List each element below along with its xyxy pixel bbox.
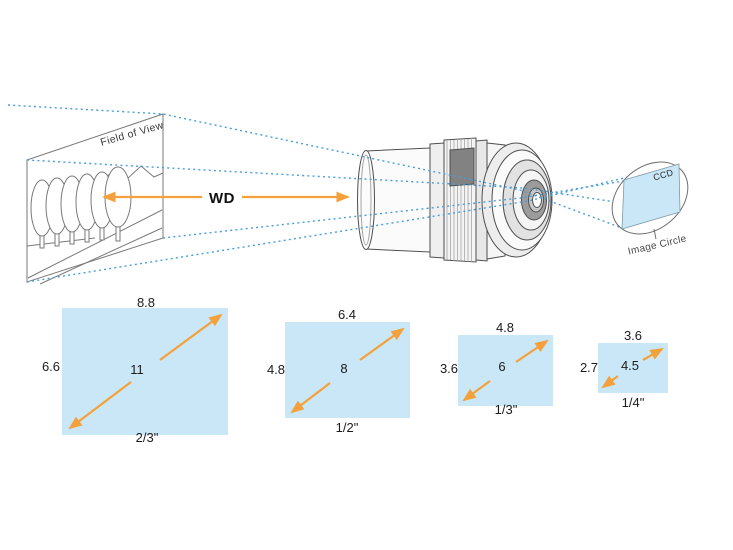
diagonal-arrow-upper [159, 313, 223, 361]
diagonal-arrow-upper [359, 327, 405, 361]
sensor-format-1-3: 4.8 3.6 6 1/3" [440, 320, 553, 417]
image-circle-group: CCD Image Circle [611, 161, 689, 258]
road-line-2 [39, 227, 163, 285]
lens-distance-window [449, 147, 475, 187]
road-line-1 [27, 209, 163, 279]
ground-line [26, 237, 96, 247]
height-label: 3.6 [440, 361, 458, 376]
sensor-format-2-3: 8.8 6.6 11 2/3" [42, 295, 228, 445]
format-label: 1/2" [336, 420, 359, 435]
diagonal-label: 11 [130, 362, 144, 377]
height-label: 4.8 [267, 362, 285, 377]
sensor-format-1-4: 3.6 2.7 4.5 1/4" [580, 328, 668, 410]
field-of-view-panel: Field of View [26, 113, 165, 285]
width-label: 3.6 [624, 328, 642, 343]
diagonal-arrow-lower [68, 381, 132, 430]
width-label: 6.4 [338, 307, 356, 322]
sensor-format-1-2: 6.4 4.8 8 1/2" [267, 307, 410, 435]
focus-ring-knurls [446, 138, 472, 262]
wd-label: WD [209, 190, 235, 207]
height-label: 6.6 [42, 359, 60, 374]
ccd-sensor [621, 163, 681, 230]
image-circle-label: Image Circle [627, 233, 688, 257]
diagonal-label: 4.5 [621, 358, 639, 373]
format-label: 1/4" [622, 395, 645, 410]
diagonal-arrow-lower [601, 375, 619, 389]
trees [30, 166, 132, 249]
diagonal-arrow-lower [290, 382, 331, 414]
lens-glass-center [532, 192, 542, 208]
height-label: 2.7 [580, 360, 598, 375]
light-ray-bottom-right [162, 180, 625, 239]
diagonal-label: 8 [340, 361, 347, 376]
wd-label-background [202, 188, 242, 206]
diagonal-label: 6 [498, 359, 505, 374]
image-circle-tick [653, 228, 657, 240]
width-label: 4.8 [496, 320, 514, 335]
lens-mid-ring [475, 139, 488, 262]
diagonal-arrow-upper [515, 339, 549, 363]
format-label: 1/3" [495, 402, 518, 417]
lens-rear-cap-inner [360, 154, 372, 246]
diagonal-arrow-lower [462, 380, 491, 402]
working-distance-arrow: WD [101, 188, 351, 207]
lens-step-ring [429, 142, 445, 259]
format-label: 2/3" [136, 430, 159, 445]
lens-rear-cap [357, 150, 375, 250]
camera-lens [357, 137, 553, 263]
width-label: 8.8 [137, 295, 155, 310]
diagonal-arrow-upper [642, 347, 664, 361]
